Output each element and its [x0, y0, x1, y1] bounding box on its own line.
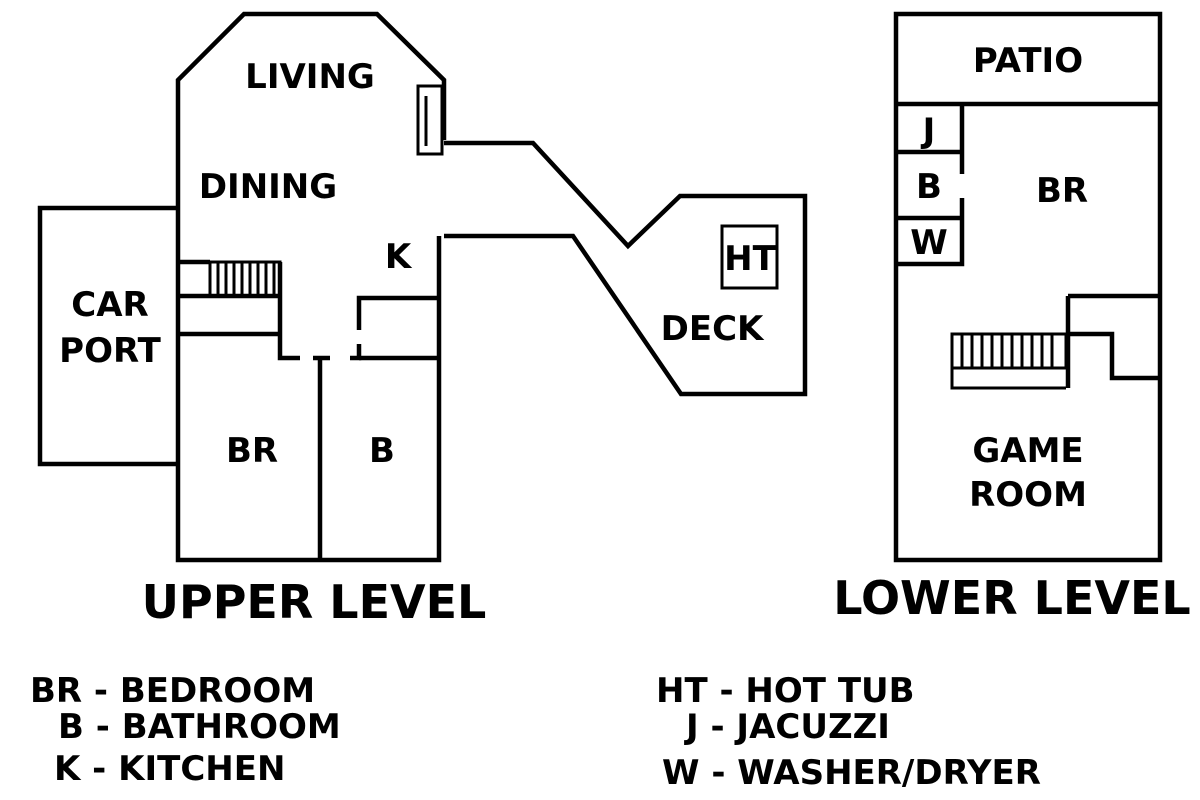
fireplace [416, 84, 444, 156]
lower-interior-walls [1065, 293, 1160, 388]
legend-bedroom: BR - BEDROOM [30, 671, 315, 711]
jacuzzi-label: J [921, 111, 936, 151]
carport-label-line2: PORT [59, 331, 161, 371]
upper-bedroom-label: BR [226, 431, 278, 471]
interior-wall-a [178, 259, 300, 361]
legend-washer-dryer: W - WASHER/DRYER [662, 753, 1041, 793]
closet-walls [896, 104, 965, 267]
living-label: LIVING [245, 57, 375, 97]
hot-tub-label: HT [724, 239, 776, 279]
interior-wall-c [356, 295, 439, 361]
legend-jacuzzi: J - JACUZZI [684, 707, 890, 747]
carport-label-line1: CAR [71, 285, 148, 325]
washer-label: W [910, 223, 948, 263]
walkway-top [444, 140, 808, 397]
lower-level-plan [893, 11, 1163, 563]
deck-label: DECK [661, 309, 765, 349]
lower-stairs [950, 332, 1068, 390]
legend-hot-tub: HT - HOT TUB [656, 671, 915, 711]
lower-level-title: LOWER LEVEL [833, 571, 1190, 625]
patio-label: PATIO [973, 41, 1083, 81]
interior-wall-b [313, 344, 362, 361]
lower-outline [893, 11, 1163, 563]
kitchen-label: K [385, 237, 413, 277]
upper-bath-label: B [369, 431, 395, 471]
carport-outline [37, 205, 178, 467]
lower-bath-label: B [916, 167, 942, 207]
upper-house-outline [175, 11, 447, 563]
dining-label: DINING [199, 167, 337, 207]
upper-stairs [208, 260, 282, 298]
hot-tub [720, 224, 779, 290]
game-room-label-line2: ROOM [969, 475, 1087, 515]
upper-level-title: UPPER LEVEL [142, 575, 487, 629]
upper-level-plan [37, 11, 808, 563]
legend-kitchen: K - KITCHEN [54, 749, 285, 789]
game-room-label-line1: GAME [972, 431, 1083, 471]
lower-bedroom-label: BR [1036, 171, 1088, 211]
legend-bathroom: B - BATHROOM [58, 707, 341, 747]
